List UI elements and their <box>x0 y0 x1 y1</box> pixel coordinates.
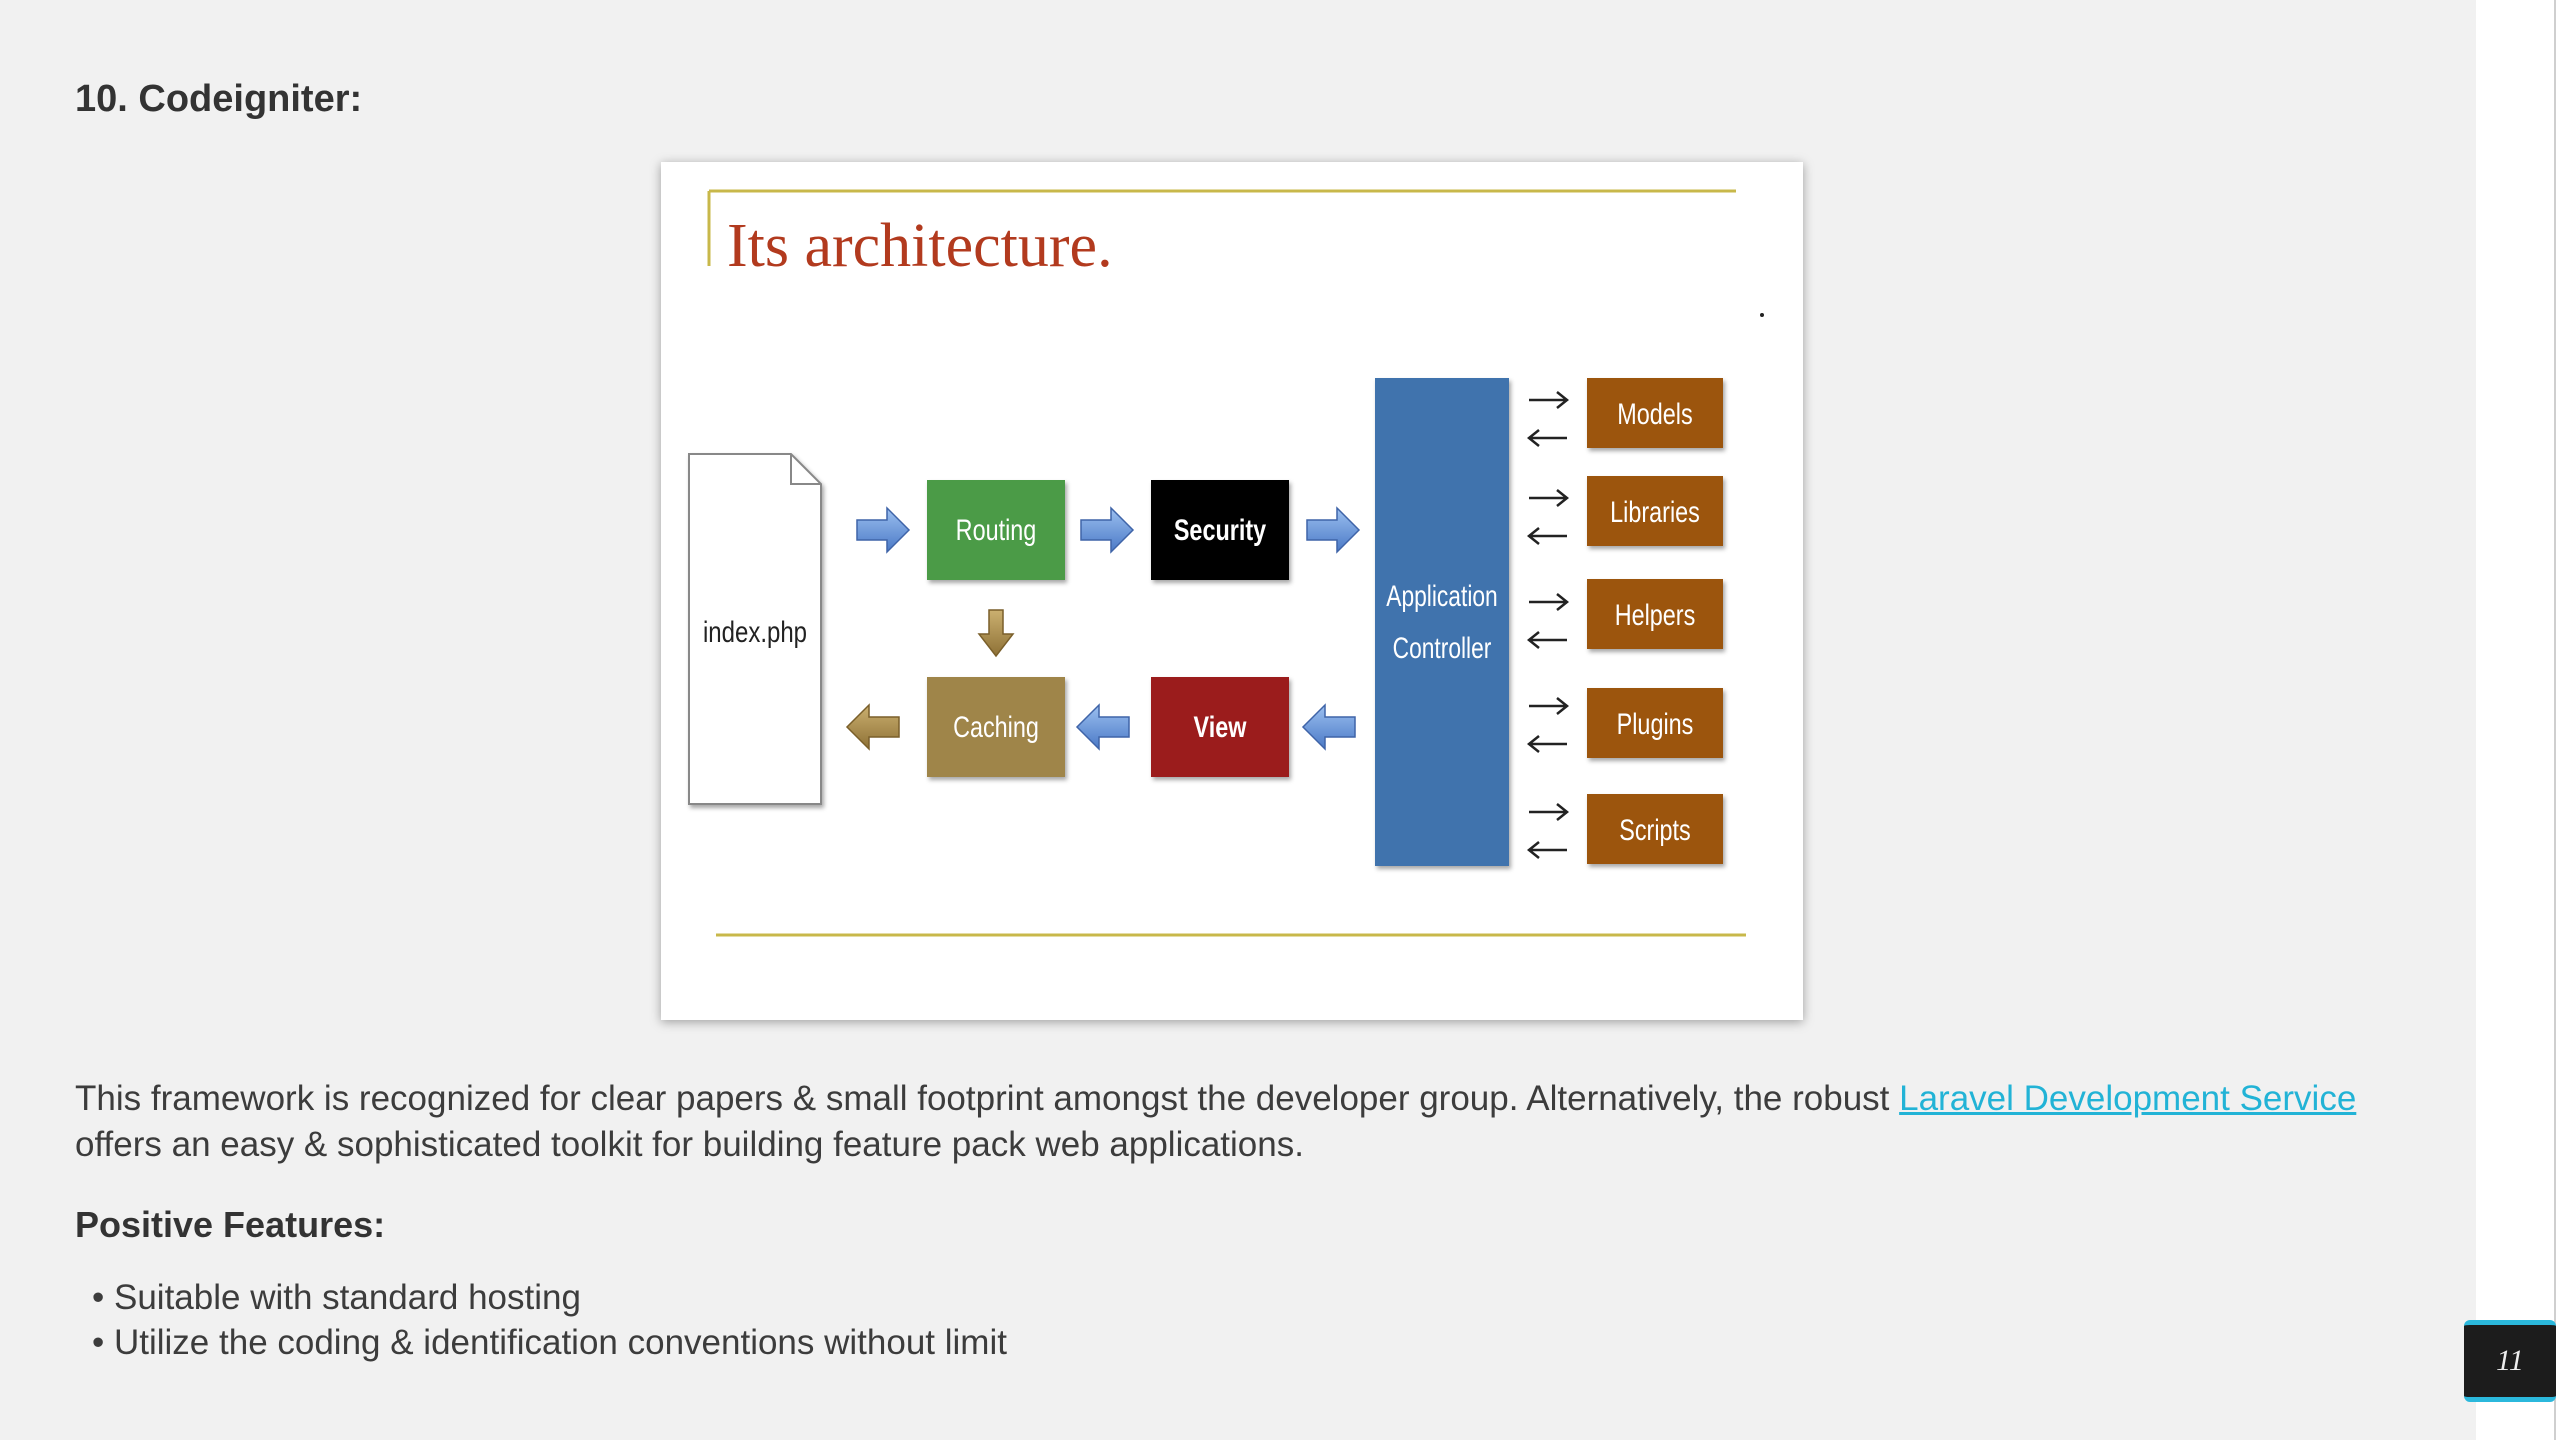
page-number: 11 <box>2496 1344 2524 1377</box>
arrows-helpers <box>1526 593 1570 649</box>
scripts-label: Scripts <box>1619 813 1690 846</box>
arrows-scripts <box>1526 803 1570 859</box>
section-heading: 10. Codeigniter: <box>75 78 363 120</box>
routing-node <box>927 480 1065 580</box>
view-label: View <box>1194 710 1247 743</box>
models-node <box>1587 378 1723 448</box>
scroll-edge <box>2554 0 2556 1440</box>
security-label: Security <box>1174 513 1266 546</box>
document-page: 10. Codeigniter: Its arch <box>0 0 2476 1440</box>
view-node <box>1151 677 1289 777</box>
controller-label-line2: Controller <box>1393 631 1492 665</box>
arrow-security-to-controller <box>1306 506 1361 554</box>
features-list: Suitable with standard hosting Utilize t… <box>92 1275 1007 1365</box>
description-paragraph: This framework is recognized for clear p… <box>75 1076 2415 1168</box>
feature-item: Utilize the coding & identification conv… <box>92 1320 1007 1365</box>
routing-label: Routing <box>956 513 1037 546</box>
models-label: Models <box>1617 397 1692 430</box>
page-number-button[interactable]: 11 <box>2464 1320 2556 1402</box>
arrow-index-to-routing <box>856 506 911 554</box>
architecture-figure: Its architecture. index.php Routing Secu… <box>661 162 1803 1020</box>
helpers-label: Helpers <box>1615 598 1696 631</box>
security-node <box>1151 480 1289 580</box>
arrow-routing-to-caching <box>977 609 1015 658</box>
right-margin-strip <box>2476 0 2560 1440</box>
arrow-routing-to-security <box>1080 506 1135 554</box>
bidirectional-arrows <box>1526 391 1570 859</box>
laravel-development-service-link[interactable]: Laravel Development Service <box>1899 1079 2357 1118</box>
diagram-title: Its architecture. <box>727 212 1113 280</box>
arrows-plugins <box>1526 697 1570 753</box>
libraries-label: Libraries <box>1610 495 1700 528</box>
arrow-caching-to-index <box>845 703 900 751</box>
architecture-diagram: Its architecture. index.php Routing Secu… <box>688 189 1764 937</box>
index-file-node <box>688 453 822 805</box>
feature-item: Suitable with standard hosting <box>92 1275 1007 1320</box>
arrows-models <box>1526 391 1570 447</box>
positive-features-heading: Positive Features: <box>75 1204 386 1245</box>
caching-label: Caching <box>953 710 1039 743</box>
plugins-node <box>1587 688 1723 758</box>
arrow-view-to-caching <box>1075 703 1130 751</box>
paragraph-text-before: This framework is recognized for clear p… <box>75 1079 1900 1118</box>
scripts-node <box>1587 794 1723 864</box>
plugins-label: Plugins <box>1617 707 1694 740</box>
index-file-label: index.php <box>703 614 807 648</box>
libraries-node <box>1587 476 1723 546</box>
helpers-node <box>1587 579 1723 649</box>
controller-label-line1: Application <box>1386 579 1497 613</box>
caching-node <box>927 677 1065 777</box>
arrow-controller-to-view <box>1301 703 1356 751</box>
arrows-libraries <box>1526 489 1570 545</box>
application-controller-node <box>1375 378 1509 866</box>
dot <box>1760 313 1764 317</box>
paragraph-text-after: offers an easy & sophisticated toolkit f… <box>75 1125 1304 1164</box>
